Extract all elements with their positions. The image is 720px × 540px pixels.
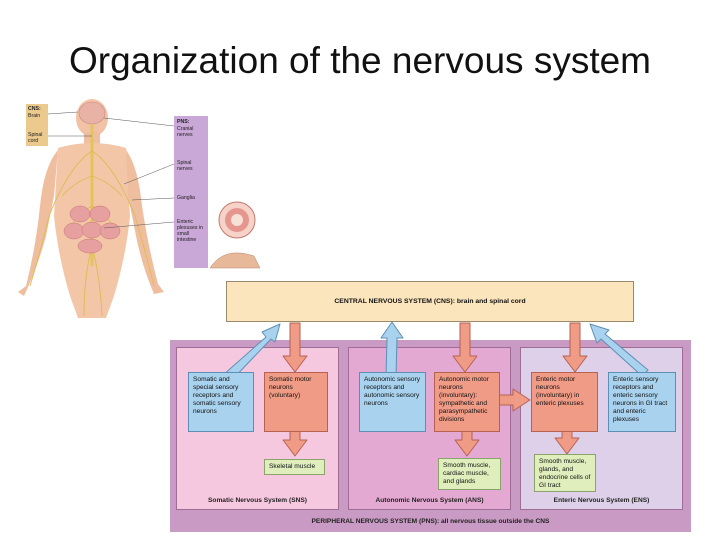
somatic-sensory-box: Somatic and special sensory receptors an… [188, 372, 254, 432]
pns-bottom-label: PERIPHERAL NERVOUS SYSTEM (PNS): all ner… [311, 518, 550, 525]
autonomic-sensory-text: Autonomic sensory receptors and autonomi… [364, 376, 421, 407]
slide-title: Organization of the nervous system [68, 40, 651, 81]
nervous-system-anatomy-figure [18, 99, 260, 318]
enteric-sensory-text: Enteric sensory receptors and enteric se… [613, 376, 668, 423]
cns-label: CNS: [28, 106, 41, 112]
cns-box: CENTRAL NERVOUS SYSTEM (CNS): brain and … [226, 281, 634, 322]
cranial-nerves-label: Cranial nerves [177, 126, 194, 138]
spinal-cord-label: Spinal cord [28, 132, 43, 144]
cns-box-label: CENTRAL NERVOUS SYSTEM (CNS): brain and … [334, 297, 526, 305]
ganglia-label: Ganglia [177, 195, 195, 201]
autonomic-sensory-box: Autonomic sensory receptors and autonomi… [359, 372, 426, 432]
somatic-motor-box: Somatic motor neurons (voluntary) [264, 372, 328, 432]
spinal-nerves-label: Spinal nerves [177, 160, 193, 172]
skeletal-muscle-text: Skeletal muscle [269, 463, 316, 470]
brain-shape [78, 101, 106, 125]
intestine-cross-section [218, 201, 256, 239]
smooth-cardiac-glands-text: Smooth muscle, cardiac muscle, and gland… [443, 462, 491, 485]
enteric-motor-box: Enteric motor neurons (involuntary) in e… [531, 372, 598, 432]
skin-detail-shape [209, 252, 260, 269]
ans-section-label: Autonomic Nervous System (ANS) [375, 497, 484, 504]
smooth-cardiac-glands-box: Smooth muscle, cardiac muscle, and gland… [438, 458, 501, 490]
pns-label-panel [174, 116, 208, 268]
sns-section-label: Somatic Nervous System (SNS) [208, 497, 307, 504]
enteric-effector-box: Smooth muscle, glands, and endocrine cel… [534, 454, 596, 492]
autonomic-motor-box: Autonomic motor neurons (involuntary): s… [434, 372, 500, 432]
cns-label-panel [26, 104, 48, 146]
pns-label: PNS: [177, 119, 190, 125]
enteric-motor-text: Enteric motor neurons (involuntary) in e… [536, 376, 584, 407]
somatic-motor-text: Somatic motor neurons (voluntary) [269, 376, 312, 399]
autonomic-motor-text: Autonomic motor neurons (involuntary): s… [439, 376, 489, 423]
enteric-effector-text: Smooth muscle, glands, and endocrine cel… [539, 458, 591, 489]
enteric-plexuses-label: Enteric plexuses in small intestine [177, 219, 203, 243]
skeletal-muscle-box: Skeletal muscle [264, 459, 325, 475]
enteric-sensory-box: Enteric sensory receptors and enteric se… [608, 372, 676, 432]
ens-section-label: Enteric Nervous System (ENS) [553, 497, 650, 504]
brain-label: Brain [28, 113, 41, 119]
intestines-shape [63, 205, 121, 254]
label-pointer-lines [47, 111, 175, 229]
somatic-sensory-text: Somatic and special sensory receptors an… [193, 376, 241, 415]
